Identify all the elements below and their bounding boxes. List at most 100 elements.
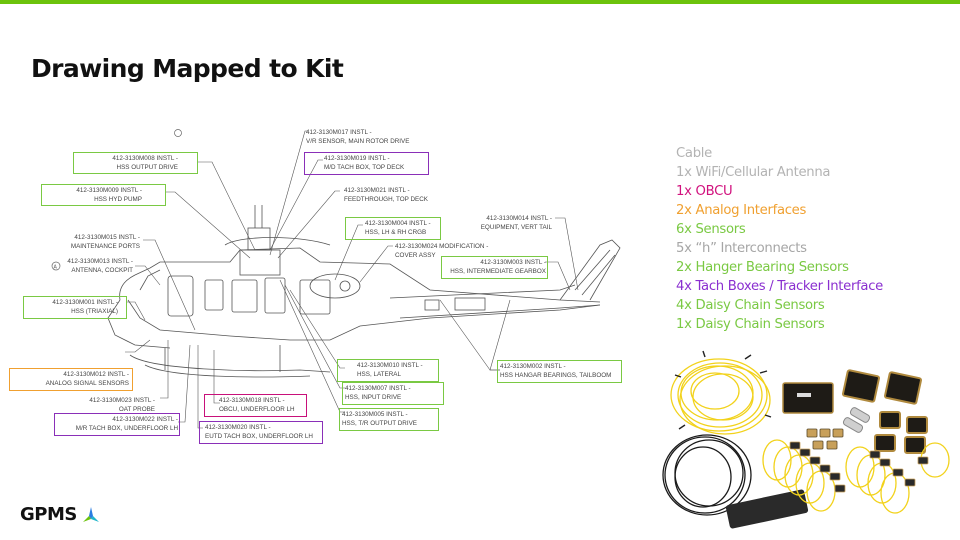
callout-m001: 412-3130M001 INSTL - HSS (TRIAXIAL) [23, 296, 127, 319]
callout-line2: M/R TACH BOX, UNDERFLOOR LH [75, 424, 178, 432]
callout-m010: 412-3130M010 INSTL - HSS, LATERAL [337, 359, 439, 382]
marker-a: A [54, 265, 58, 271]
legend-item-sensors: 6x Sensors [676, 222, 746, 237]
callout-line2: COVER ASSY [395, 251, 436, 259]
callout-line1: 412-3130M013 INSTL - [67, 258, 133, 265]
callout-line2: HSS OUTPUT DRIVE [116, 163, 178, 171]
callout-line2: MAINTENANCE PORTS [70, 242, 140, 250]
callout-m020: 412-3130M020 INSTL - EUTD TACH BOX, UNDE… [199, 421, 323, 444]
callout-box-sensor [345, 217, 441, 240]
callout-line2: HSS, INTERMEDIATE GEARBOX [450, 267, 546, 275]
callout-m021: 412-3130M021 INSTL - FEEDTHROUGH, TOP DE… [344, 187, 428, 204]
callout-line1: 412-3130M014 INSTL - [486, 215, 552, 222]
callout-line1: 412-3130M020 INSTL - [205, 424, 271, 431]
legend-item-cable: Cable [676, 146, 712, 161]
callout-box-analog [9, 368, 133, 391]
obcu-unit [782, 382, 834, 414]
callout-line1: 412-3130M004 INSTL - [365, 220, 431, 227]
callout-m022: 412-3130M022 INSTL - M/R TACH BOX, UNDER… [54, 413, 180, 436]
callout-m008: 412-3130M008 INSTL - HSS OUTPUT DRIVE [73, 152, 198, 174]
callout-box-tach [199, 421, 323, 444]
legend-item-daisy-chain-1: 1x Daisy Chain Sensors [676, 317, 825, 332]
legend-item-interconnects: 5x “h” Interconnects [676, 241, 807, 256]
callout-line2: EQUIPMENT, VERT TAIL [480, 223, 552, 231]
callout-line1: 412-3130M015 INSTL - [74, 234, 140, 241]
kit-legend: Cable 1x WiFi/Cellular Antenna 1x OBCU 2… [676, 144, 883, 334]
callout-line1: 412-3130M018 INSTL - [219, 397, 285, 404]
callout-m018: 412-3130M018 INSTL - OBCU, UNDERFLOOR LH [204, 394, 307, 417]
callout-m013: 412-3130M013 INSTL - ANTENNA, COCKPIT [40, 258, 133, 275]
helicopter-outline: A [51, 129, 621, 429]
callout-box-sensor [73, 152, 198, 174]
legend-item-hanger-bearing-sensors: 2x Hanger Bearing Sensors [676, 260, 849, 275]
callout-line1: 412-3130M010 INSTL - [357, 362, 423, 369]
kit-photo [655, 345, 950, 535]
callout-line2: HSS, LH & RH CRGB [365, 228, 427, 236]
callout-line1: 412-3130M005 INSTL - [342, 411, 408, 418]
callout-box-sensor [41, 184, 166, 206]
callout-m002: 412-3130M002 INSTL - HSS HANGAR BEARINGS… [497, 360, 622, 383]
callout-box-sensor [337, 359, 439, 382]
callout-line2: EUTD TACH BOX, UNDERFLOOR LH [205, 432, 313, 440]
callout-m009: 412-3130M009 INSTL - HSS HYD PUMP [41, 184, 166, 206]
callout-line1: 412-3130M017 INSTL - [306, 129, 372, 136]
callout-line2: ANALOG SIGNAL SENSORS [45, 379, 129, 387]
callout-line1: 412-3130M009 INSTL - [76, 187, 142, 194]
callout-line2: M/D TACH BOX, TOP DECK [324, 163, 405, 171]
callout-box-sensor [497, 360, 622, 383]
callout-line2: HSS (TRIAXIAL) [71, 307, 118, 315]
callout-m023: 412-3130M023 INSTL - OAT PROBE [70, 397, 155, 414]
gpms-logo-mark-icon [82, 506, 99, 522]
callout-line1: 412-3130M012 INSTL - [63, 371, 129, 378]
logo-text: GPMS [20, 504, 77, 525]
callout-line2: ANTENNA, COCKPIT [71, 266, 133, 274]
legend-item-daisy-chain-4: 4x Daisy Chain Sensors [676, 298, 825, 313]
gpms-logo: GPMS [20, 504, 100, 525]
callout-line1: 412-3130M008 INSTL - [112, 155, 178, 162]
callout-line1: 412-3130M003 INSTL - [480, 259, 546, 266]
legend-item-obcu: 1x OBCU [676, 184, 733, 199]
callout-box-tach [304, 152, 429, 175]
kit-illustration [662, 350, 950, 529]
callout-box-sensor [441, 256, 548, 279]
callout-line2: V/R SENSOR, MAIN ROTOR DRIVE [306, 137, 410, 145]
callout-line1: 412-3130M022 INSTL - [112, 416, 178, 423]
legend-item-antenna: 1x WiFi/Cellular Antenna [676, 165, 831, 180]
callout-line2: OBCU, UNDERFLOOR LH [219, 405, 295, 413]
legend-item-analog-interfaces: 2x Analog Interfaces [676, 203, 807, 218]
callout-line1: 412-3130M023 INSTL - [89, 397, 155, 404]
callout-line1: 412-3130M007 INSTL - [345, 385, 411, 392]
callout-line2: FEEDTHROUGH, TOP DECK [344, 195, 428, 203]
callout-line2: OAT PROBE [118, 405, 155, 413]
callout-line2: HSS, LATERAL [357, 370, 401, 378]
callout-line2: HSS HYD PUMP [94, 195, 142, 203]
callout-m012: 412-3130M012 INSTL - ANALOG SIGNAL SENSO… [9, 368, 133, 391]
callout-line1: 412-3130M019 INSTL - [324, 155, 390, 162]
callout-line2: HSS HANGAR BEARINGS, TAILBOOM [500, 371, 612, 379]
callout-box-sensor [339, 408, 439, 431]
callout-box-sensor [23, 296, 127, 319]
antenna-puck [725, 489, 809, 529]
callout-line1: 412-3130M021 INSTL - [344, 187, 410, 194]
callout-m004: 412-3130M004 INSTL - HSS, LH & RH CRGB [345, 217, 441, 240]
callout-m003: 412-3130M003 INSTL - HSS, INTERMEDIATE G… [441, 256, 548, 279]
callout-line2: HSS, T/R OUTPUT DRIVE [342, 419, 417, 427]
callout-m015: 412-3130M015 INSTL - MAINTENANCE PORTS [40, 234, 140, 251]
top-accent-bar [0, 0, 960, 4]
callout-m017: 412-3130M017 INSTL - V/R SENSOR, MAIN RO… [306, 129, 409, 146]
callout-m007: 412-3130M007 INSTL - HSS, INPUT DRIVE [342, 382, 444, 405]
callout-line1: 412-3130M001 INSTL - [52, 299, 118, 306]
page-title: Drawing Mapped to Kit [31, 54, 344, 83]
callout-box-sensor [342, 382, 444, 405]
legend-item-tach-boxes: 4x Tach Boxes / Tracker Interface [676, 279, 883, 294]
helicopter-drawing: A [0, 120, 660, 450]
callout-box-obcu [204, 394, 307, 417]
callout-m005: 412-3130M005 INSTL - HSS, T/R OUTPUT DRI… [339, 408, 439, 431]
callout-line2: HSS, INPUT DRIVE [345, 393, 402, 401]
callout-m014: 412-3130M014 INSTL - EQUIPMENT, VERT TAI… [470, 215, 552, 232]
callout-m024: 412-3130M024 MODIFICATION - COVER ASSY [395, 243, 488, 260]
callout-line1: 412-3130M024 MODIFICATION - [395, 243, 489, 250]
callout-box-tach [54, 413, 180, 436]
callout-m019: 412-3130M019 INSTL - M/D TACH BOX, TOP D… [304, 152, 429, 175]
callout-line1: 412-3130M002 INSTL - [500, 363, 566, 370]
